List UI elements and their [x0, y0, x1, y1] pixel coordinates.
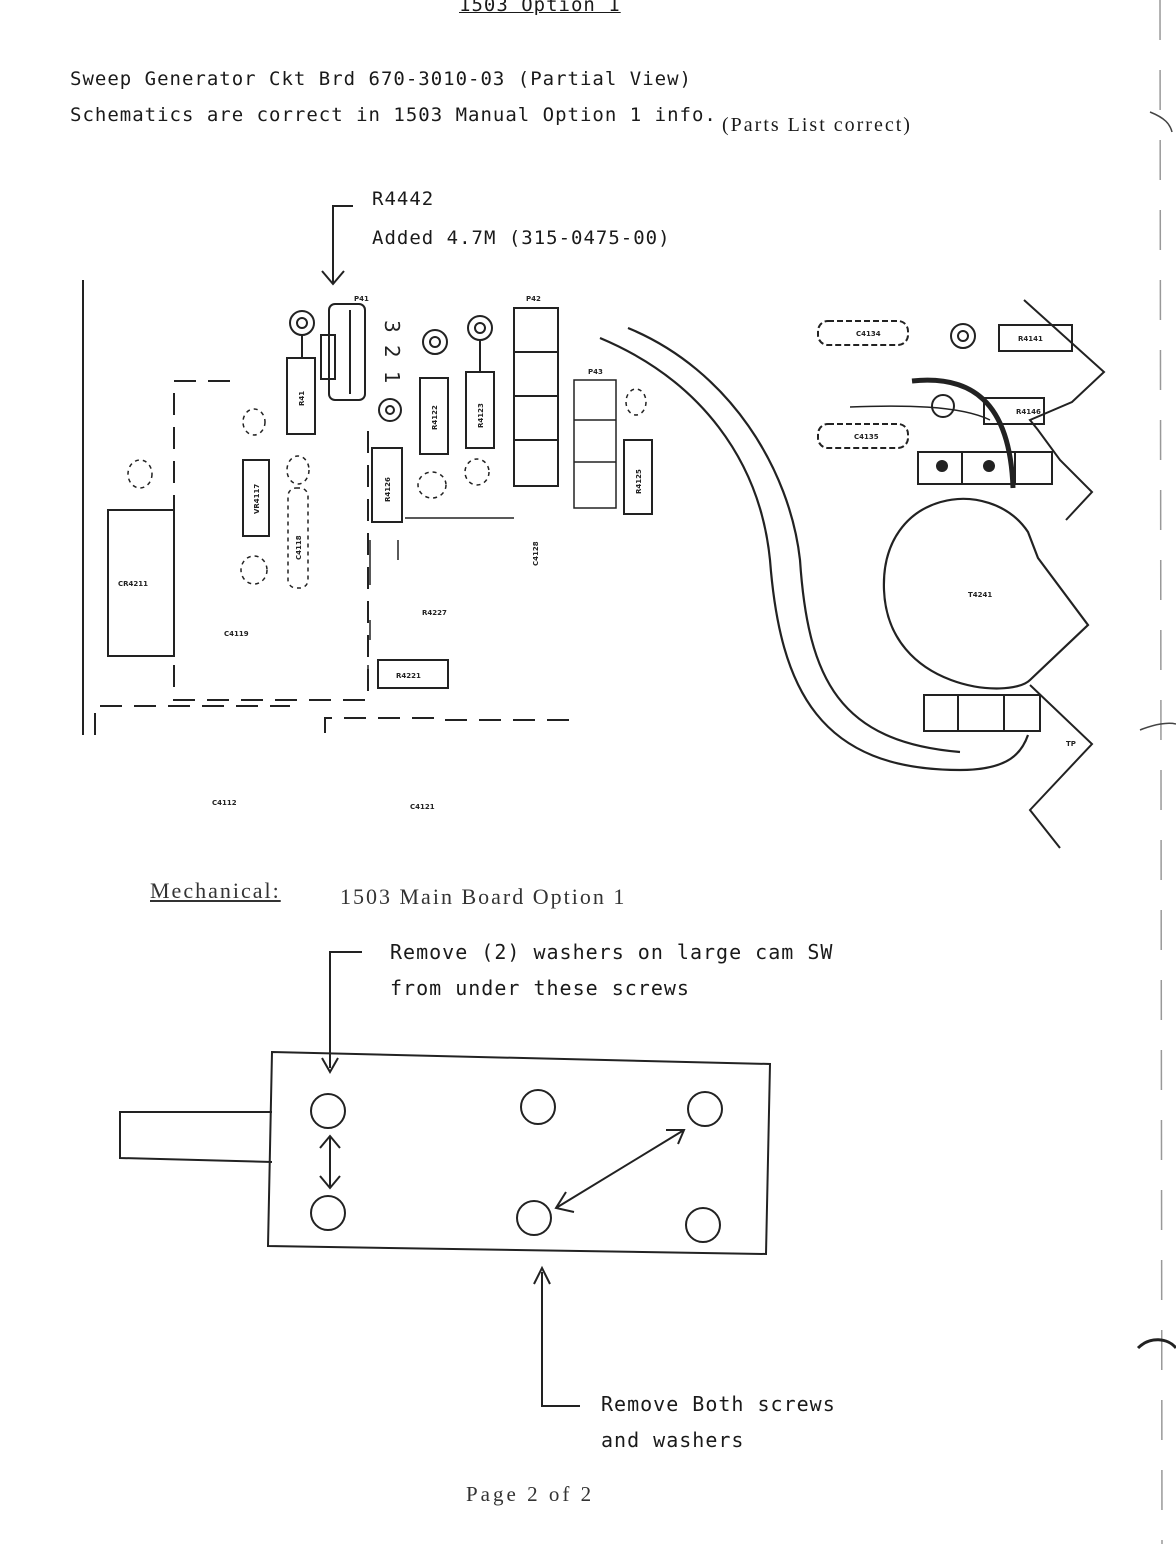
screw-hole-6 — [685, 1207, 721, 1243]
label-p43: P43 — [588, 368, 603, 376]
washer-callout-line1: Remove (2) washers on large cam SW — [390, 940, 834, 964]
board-title: Sweep Generator Ckt Brd 670-3010-03 (Par… — [70, 68, 692, 90]
schematic-note: Schematics are correct in 1503 Manual Op… — [70, 104, 717, 126]
callout-desc: Added 4.7M (315-0475-00) — [372, 227, 671, 249]
page-title: 1503 Option 1 — [459, 0, 621, 16]
mechanical-heading: Mechanical: — [150, 878, 281, 903]
mechanical-subtitle: 1503 Main Board Option 1 — [340, 884, 627, 909]
screws-callout-arrow — [541, 1272, 580, 1407]
washer-callout-arrow — [329, 951, 362, 1068]
label-c4118: C4118 — [295, 535, 303, 560]
page-number: Page 2 of 2 — [466, 1482, 595, 1506]
cam-shaft — [119, 1111, 273, 1163]
label-r41: R41 — [298, 391, 306, 406]
label-r4126: R4126 — [384, 477, 392, 502]
label-c4119: C4119 — [224, 630, 249, 638]
label-c4135: C4135 — [854, 433, 879, 441]
pin-2-label: 2 — [380, 345, 404, 358]
label-p42: P42 — [526, 295, 541, 303]
label-p41: P41 — [354, 295, 369, 303]
label-c4121: C4121 — [410, 803, 435, 811]
label-tp: TP — [1066, 740, 1076, 748]
label-t4241: T4241 — [968, 591, 992, 599]
screws-callout-line1: Remove Both screws — [601, 1392, 836, 1416]
pin-1-label: 1 — [380, 371, 404, 384]
washer-callout-line2: from under these screws — [390, 976, 690, 1000]
screw-hole-5 — [516, 1200, 552, 1236]
screws-callout-line2: and washers — [601, 1428, 745, 1452]
screw-hole-1 — [310, 1093, 346, 1129]
label-vr4117: VR4117 — [253, 484, 261, 514]
label-cr4211: CR4211 — [118, 580, 148, 588]
label-r4141: R4141 — [1018, 335, 1043, 343]
label-c4112: C4112 — [212, 799, 237, 807]
label-r4227: R4227 — [422, 609, 447, 617]
callout-ref: R4442 — [372, 188, 435, 210]
label-r4123: R4123 — [477, 403, 485, 428]
cam-switch-plate — [266, 1050, 772, 1256]
label-r4146: R4146 — [1016, 408, 1041, 416]
label-r4125: R4125 — [635, 469, 643, 494]
pin-3-label: 3 — [380, 320, 404, 333]
screw-hole-2 — [310, 1195, 346, 1231]
parts-list-note: (Parts List correct) — [722, 114, 912, 136]
label-c4128: C4128 — [532, 541, 540, 566]
label-r4221: R4221 — [396, 672, 421, 680]
callout-arrow — [332, 205, 353, 283]
screw-hole-4 — [687, 1091, 723, 1127]
label-c4134: C4134 — [856, 330, 881, 338]
label-r4122: R4122 — [431, 405, 439, 430]
screw-hole-3 — [520, 1089, 556, 1125]
